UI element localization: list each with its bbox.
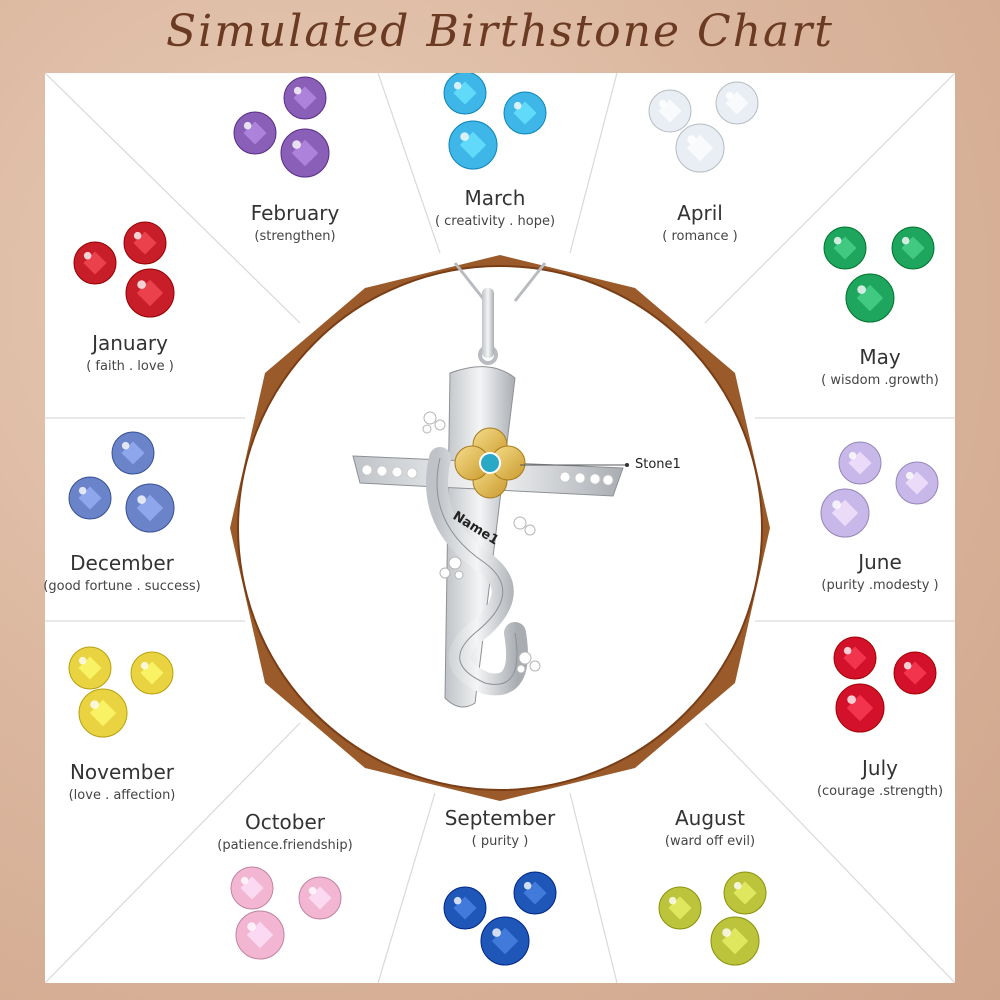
october-gems xyxy=(230,866,342,960)
month-august: August (ward off evil) xyxy=(625,806,795,849)
month-october: October (patience.friendship) xyxy=(200,810,370,853)
march-gems xyxy=(443,73,547,170)
month-meaning: (strengthen) xyxy=(254,229,336,244)
april-gem-icon xyxy=(715,81,759,125)
october-gem-icon xyxy=(235,910,285,960)
month-meaning: (purity .modesty ) xyxy=(821,578,939,593)
month-february: February (strengthen) xyxy=(210,201,380,244)
april-gem-icon xyxy=(675,123,725,173)
month-meaning: ( romance ) xyxy=(662,229,738,244)
july-gem-icon xyxy=(835,683,885,733)
may-gem-icon xyxy=(891,226,935,270)
april-gem-icon xyxy=(648,89,692,133)
month-name: November xyxy=(69,760,175,784)
january-gem-icon xyxy=(125,268,175,318)
september-gems xyxy=(443,871,557,966)
january-gem-icon xyxy=(73,241,117,285)
month-name: December xyxy=(70,551,174,575)
november-gem-icon xyxy=(68,646,112,690)
february-gems xyxy=(233,76,330,178)
month-name: August xyxy=(675,806,745,830)
month-meaning: (good fortune . success) xyxy=(43,579,201,594)
gold-flower xyxy=(454,427,526,499)
february-gem-icon xyxy=(233,111,277,155)
month-april: April ( romance ) xyxy=(615,201,785,244)
month-may: May ( wisdom .growth) xyxy=(795,345,965,388)
month-march: March ( creativity . hope) xyxy=(410,186,580,229)
august-gem-icon xyxy=(710,916,760,966)
december-gem-icon xyxy=(111,431,155,475)
july-gems xyxy=(833,636,937,733)
month-june: June (purity .modesty ) xyxy=(795,550,965,593)
june-gem-icon xyxy=(820,488,870,538)
month-meaning: ( wisdom .growth) xyxy=(821,373,939,388)
month-meaning: ( creativity . hope) xyxy=(434,214,556,229)
september-gem-icon xyxy=(480,916,530,966)
august-gems xyxy=(658,871,767,966)
january-gem-icon xyxy=(123,221,167,265)
month-name: January xyxy=(92,331,168,355)
july-gem-icon xyxy=(833,636,877,680)
month-name: July xyxy=(862,756,898,780)
month-meaning: (patience.friendship) xyxy=(217,838,353,853)
month-name: April xyxy=(677,201,723,225)
june-gems xyxy=(820,441,939,538)
may-gem-icon xyxy=(845,273,895,323)
april-gems xyxy=(648,81,759,173)
month-january: January ( faith . love ) xyxy=(45,331,215,374)
august-gem-icon xyxy=(723,871,767,915)
july-gem-icon xyxy=(893,651,937,695)
month-name: May xyxy=(859,345,901,369)
october-gem-icon xyxy=(298,876,342,920)
november-gems xyxy=(68,646,174,738)
month-name: June xyxy=(858,550,902,574)
december-gem-icon xyxy=(125,483,175,533)
pendant-frame xyxy=(230,255,770,801)
month-november: November (love . affection) xyxy=(37,760,207,803)
february-gem-icon xyxy=(280,128,330,178)
month-meaning: (ward off evil) xyxy=(664,834,756,849)
month-september: September ( purity ) xyxy=(415,806,585,849)
stone-label: Stone1 xyxy=(635,457,681,472)
month-name: February xyxy=(250,201,340,225)
month-july: July (courage .strength) xyxy=(795,756,965,799)
june-gem-icon xyxy=(838,441,882,485)
august-gem-icon xyxy=(658,886,702,930)
month-name: September xyxy=(444,806,556,830)
month-december: December (good fortune . success) xyxy=(37,551,207,594)
month-meaning: ( faith . love ) xyxy=(86,359,174,374)
month-meaning: (courage .strength) xyxy=(816,784,944,799)
month-meaning: ( purity ) xyxy=(471,834,529,849)
june-gem-icon xyxy=(895,461,939,505)
month-meaning: (love . affection) xyxy=(68,788,176,803)
may-gem-icon xyxy=(823,226,867,270)
gem-layer xyxy=(68,73,939,966)
march-gem-icon xyxy=(443,73,487,115)
october-gem-icon xyxy=(230,866,274,910)
may-gems xyxy=(823,226,935,323)
november-gem-icon xyxy=(130,651,174,695)
december-gem-icon xyxy=(68,476,112,520)
september-gem-icon xyxy=(443,886,487,930)
november-gem-icon xyxy=(78,688,128,738)
chart-title: Simulated Birthstone Chart xyxy=(166,6,834,57)
february-gem-icon xyxy=(283,76,327,120)
month-name: October xyxy=(244,810,326,834)
chain xyxy=(453,262,547,302)
december-gems xyxy=(68,431,175,533)
divider-lines xyxy=(45,73,955,983)
january-gems xyxy=(73,221,175,318)
month-name: March xyxy=(464,186,526,210)
september-gem-icon xyxy=(513,871,557,915)
march-gem-icon xyxy=(503,91,547,135)
chart-panel: Stone1 Name1 January ( faith . love ) Fe… xyxy=(43,73,955,983)
march-gem-icon xyxy=(448,120,498,170)
